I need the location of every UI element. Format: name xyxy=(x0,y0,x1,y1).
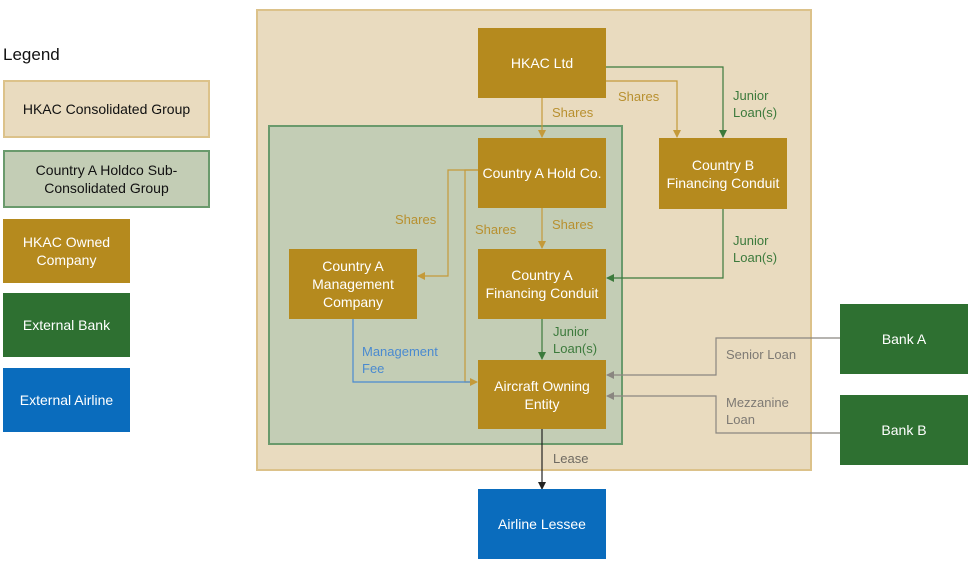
node-airline-lessee: Airline Lessee xyxy=(478,489,606,559)
node-bank-b: Bank B xyxy=(840,395,968,465)
label-mezzanine-loan: Mezzanine Loan xyxy=(726,395,789,427)
node-bank-a: Bank A xyxy=(840,304,968,374)
label-lease: Lease xyxy=(553,451,589,466)
node-hkac-ltd: HKAC Ltd xyxy=(478,28,606,98)
legend-title: Legend xyxy=(3,45,60,64)
label-hkac-to-condb-junior-loans: Junior Loan(s) xyxy=(733,88,778,120)
label-holdco-to-aoe-shares: Shares xyxy=(475,222,517,237)
node-country-a-management-company: Country A Management Company xyxy=(289,249,417,319)
legend-external-airline: External Airline xyxy=(3,368,130,432)
label-condb-to-conda-junior-loans: Junior Loan(s) xyxy=(733,233,778,265)
node-country-a-financing-conduit: Country A Financing Conduit xyxy=(478,249,606,319)
legend-holdco-sub-consolidated-group: Country A Holdco Sub-Consolidated Group xyxy=(3,150,210,208)
label-conda-to-aoe-junior-loans: Junior Loan(s) xyxy=(553,324,598,356)
label-management-fee: Management Fee xyxy=(362,344,438,376)
legend-hkac-consolidated-group: HKAC Consolidated Group xyxy=(3,80,210,138)
legend-hkac-owned-company: HKAC Owned Company xyxy=(3,219,130,283)
node-aircraft-owning-entity: Aircraft Owning Entity xyxy=(478,360,606,429)
node-country-a-holdco: Country A Hold Co. xyxy=(478,138,606,208)
label-holdco-to-conda-shares: Shares xyxy=(552,217,594,232)
label-hkac-to-holdco-shares: Shares xyxy=(552,105,594,120)
node-country-b-financing-conduit: Country B Financing Conduit xyxy=(659,138,787,209)
label-holdco-to-mgmt-shares: Shares xyxy=(395,212,437,227)
legend-external-bank: External Bank xyxy=(3,293,130,357)
label-hkac-to-condb-shares: Shares xyxy=(618,89,660,104)
label-senior-loan: Senior Loan xyxy=(726,347,797,362)
